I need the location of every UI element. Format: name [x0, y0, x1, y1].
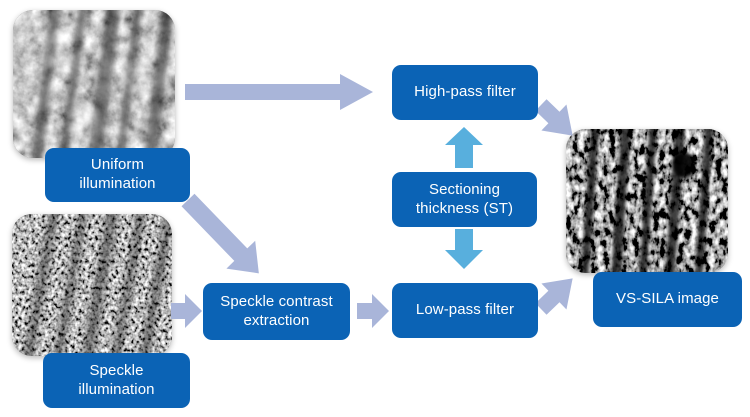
- vs-sila-micrograph-texture: [566, 129, 728, 273]
- arrow-lowpass-to-vssila-image: [528, 265, 585, 321]
- arrow-speckle-contrast-to-lowpass: [357, 294, 389, 328]
- arrow-st-to-lowpass: [445, 229, 483, 269]
- node-sectioning-thickness-label: Sectioning thickness (ST): [415, 180, 514, 217]
- arrow-uniform-image-to-highpass: [185, 74, 373, 110]
- node-speckle-contrast-extraction-label: Speckle contrast extraction: [220, 292, 333, 329]
- node-speckle-illumination-label: Speckle illumination: [78, 361, 155, 398]
- speckle-illumination-micrograph: [12, 214, 172, 356]
- vs-sila-micrograph: [566, 129, 728, 273]
- node-low-pass-filter: Low-pass filter: [392, 283, 538, 338]
- uniform-micrograph-texture: [13, 10, 175, 158]
- node-low-pass-filter-label: Low-pass filter: [415, 301, 515, 319]
- arrow-speckle-image-to-speckle-contrast: [171, 294, 202, 328]
- node-high-pass-filter: High-pass filter: [392, 65, 538, 120]
- node-speckle-contrast-extraction: Speckle contrast extraction: [203, 283, 350, 340]
- node-sectioning-thickness: Sectioning thickness (ST): [392, 172, 537, 227]
- node-high-pass-filter-label: High-pass filter: [414, 83, 516, 101]
- uniform-illumination-micrograph: [13, 10, 175, 158]
- arrow-highpass-to-vssila-image: [528, 92, 585, 148]
- arrow-uniform-label-to-speckle-contrast: [174, 186, 274, 287]
- node-uniform-illumination-label: Uniform illumination: [79, 156, 156, 192]
- speckle-micrograph-texture: [12, 214, 172, 356]
- node-speckle-illumination: Speckle illumination: [43, 353, 190, 408]
- node-vs-sila-image-label: VS-SILA image: [615, 290, 720, 308]
- node-uniform-illumination: Uniform illumination: [45, 148, 190, 202]
- node-vs-sila-image: VS-SILA image: [593, 272, 742, 327]
- arrow-st-to-highpass: [445, 127, 483, 168]
